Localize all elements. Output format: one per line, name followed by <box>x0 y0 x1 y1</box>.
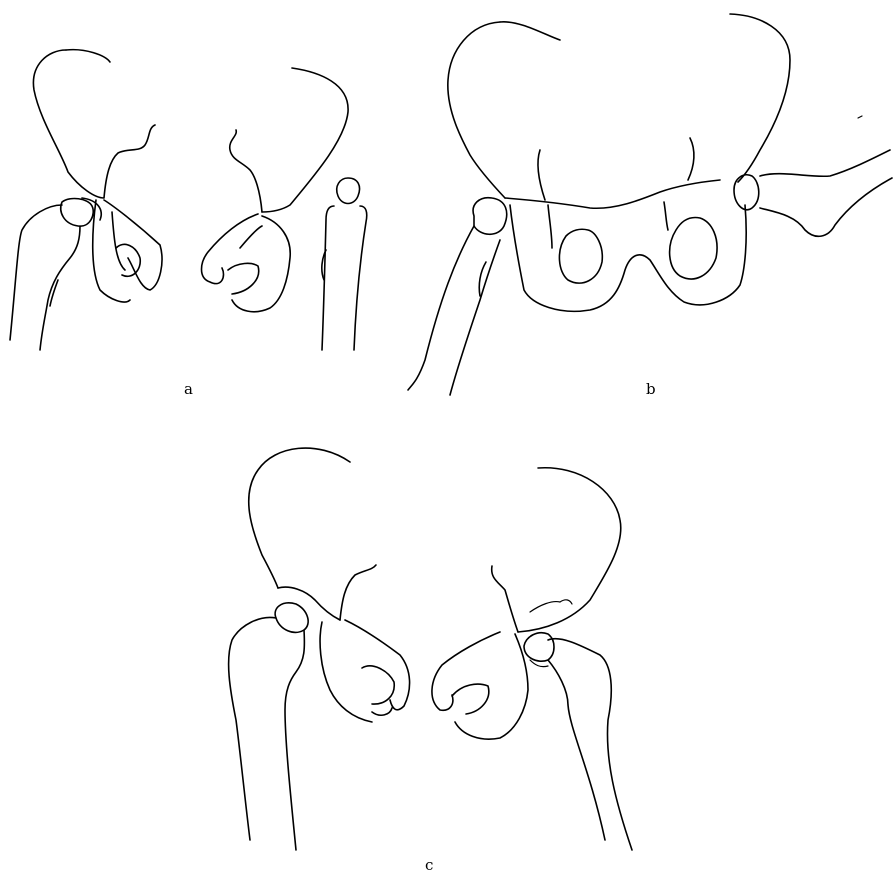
panel-b-drawing <box>408 14 892 395</box>
panel-c-drawing <box>229 448 632 850</box>
panel-b-label: b <box>646 380 656 398</box>
panel-c-label: c <box>425 856 433 874</box>
panel-a-drawing <box>10 50 367 350</box>
panel-a-label: a <box>184 380 193 398</box>
